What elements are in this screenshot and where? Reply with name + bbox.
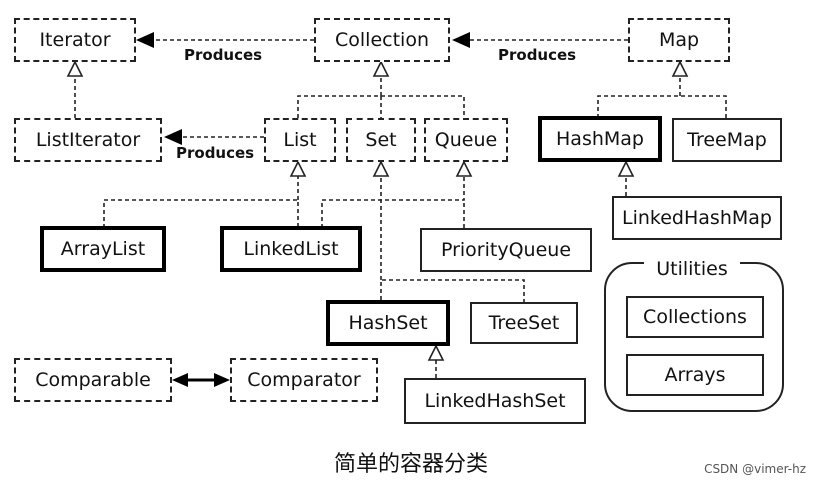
node-linked-hash-set: LinkedHashSet bbox=[404, 378, 586, 424]
edge-hashmap-treemap-map bbox=[597, 95, 727, 118]
node-comparator: Comparator bbox=[230, 358, 378, 402]
node-linked-list: LinkedList bbox=[220, 226, 362, 272]
edge-arraylist-list bbox=[103, 199, 299, 228]
node-priority-queue: PriorityQueue bbox=[420, 228, 592, 272]
label-produces-iterator: Produces bbox=[184, 46, 263, 64]
arrow-head-comparator bbox=[214, 373, 230, 387]
arrow-head-listiterator bbox=[164, 129, 182, 145]
node-arrays: Arrays bbox=[626, 354, 764, 396]
node-list: List bbox=[264, 118, 336, 162]
edge-hashset-treeset-set bbox=[380, 279, 525, 302]
figure-caption: 简单的容器分类 bbox=[333, 452, 488, 477]
node-collections: Collections bbox=[626, 296, 764, 338]
triangle-queue bbox=[455, 160, 473, 177]
arrow-head-iterator bbox=[136, 32, 154, 48]
triangle-list bbox=[289, 160, 307, 177]
node-map: Map bbox=[628, 18, 730, 62]
node-array-list: ArrayList bbox=[40, 226, 166, 272]
triangle-hashset bbox=[427, 344, 445, 361]
node-collection: Collection bbox=[314, 18, 450, 62]
node-iterator: Iterator bbox=[14, 18, 136, 62]
node-tree-set: TreeSet bbox=[470, 302, 578, 344]
arrow-head-collection bbox=[452, 32, 470, 48]
node-comparable: Comparable bbox=[14, 358, 172, 402]
label-produces-map: Produces bbox=[498, 46, 577, 64]
arrow-head-comparable bbox=[172, 373, 188, 387]
label-produces-list: Produces bbox=[176, 144, 255, 162]
triangle-iterator bbox=[66, 60, 84, 77]
watermark: CSDN @vimer-hz bbox=[704, 462, 806, 476]
triangle-collection bbox=[372, 60, 390, 77]
triangle-set bbox=[372, 160, 390, 177]
edge-linkedlist-queue bbox=[321, 176, 465, 228]
node-queue: Queue bbox=[424, 118, 508, 162]
node-list-iterator: ListIterator bbox=[14, 118, 162, 162]
utilities-title: Utilities bbox=[644, 256, 740, 282]
triangle-map bbox=[671, 60, 689, 77]
node-set: Set bbox=[346, 118, 416, 162]
node-hash-set: HashSet bbox=[326, 300, 450, 346]
node-linked-hash-map: LinkedHashMap bbox=[612, 196, 782, 240]
triangle-hashmap bbox=[617, 160, 635, 177]
node-tree-map: TreeMap bbox=[672, 118, 782, 162]
node-hash-map: HashMap bbox=[538, 116, 662, 162]
